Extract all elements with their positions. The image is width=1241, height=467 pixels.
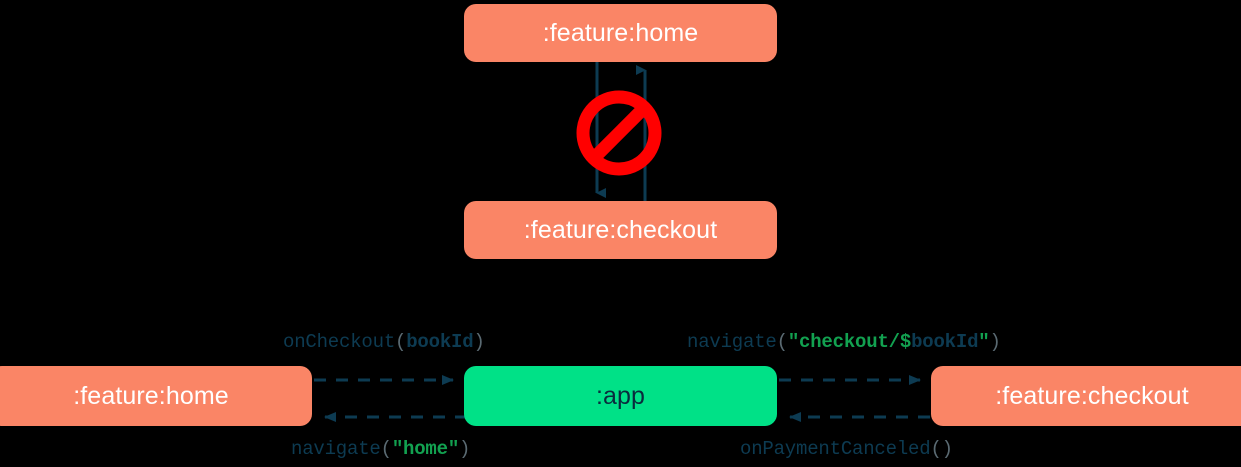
module-node-feature-checkout-top[interactable]: :feature:checkout [464, 201, 777, 259]
module-node-label: :feature:home [73, 381, 229, 410]
forbidden-icon [576, 90, 662, 176]
code-token-fn: navigate [291, 438, 381, 460]
code-token-fn: onCheckout [283, 331, 396, 353]
module-node-label: :feature:checkout [995, 381, 1189, 410]
code-token-paren: ) [459, 438, 471, 460]
module-node-app[interactable]: :app [464, 366, 777, 426]
code-token-str: " [978, 331, 990, 353]
module-node-feature-home-top[interactable]: :feature:home [464, 4, 777, 62]
module-node-feature-home-bottom[interactable]: :feature:home [0, 366, 312, 426]
code-token-paren: ) [473, 331, 485, 353]
code-token-paren: ( [380, 438, 392, 460]
code-token-str: "home" [391, 438, 460, 460]
code-token-paren: ) [989, 331, 1001, 353]
edge-label-onpaymentcanceled: onPaymentCanceled() [740, 440, 953, 459]
code-token-str: "checkout/ [787, 331, 900, 353]
code-token-paren: ) [941, 438, 953, 460]
code-token-fn: onPaymentCanceled [740, 438, 931, 460]
module-node-label: :feature:checkout [523, 215, 718, 244]
code-token-paren: ( [395, 331, 407, 353]
edge-label-navigate-home: navigate("home") [291, 440, 470, 459]
module-node-feature-checkout-bottom[interactable]: :feature:checkout [931, 366, 1241, 426]
code-token-fn: navigate [687, 331, 777, 353]
module-node-label: :feature:home [542, 18, 699, 47]
edge-label-oncheckout: onCheckout(bookId) [283, 333, 485, 352]
code-token-str: $ [899, 331, 912, 353]
module-node-label: :app [595, 381, 646, 410]
code-token-paren: ( [776, 331, 788, 353]
edge-label-navigate-checkout: navigate("checkout/$bookId") [687, 333, 1001, 352]
code-token-var: bookId [406, 331, 474, 353]
code-token-var: bookId [911, 331, 979, 353]
code-token-paren: ( [930, 438, 942, 460]
